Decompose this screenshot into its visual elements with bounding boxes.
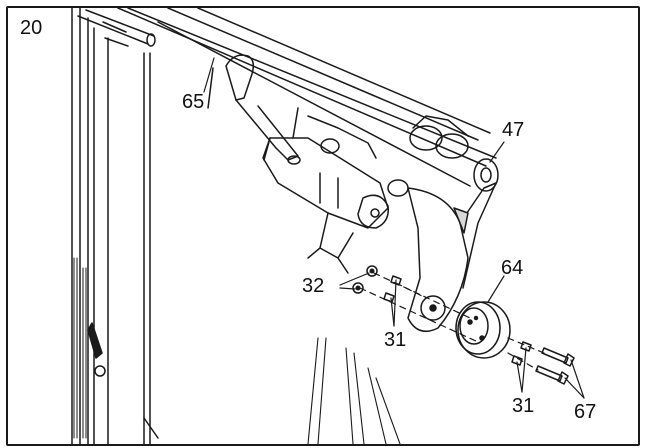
screws (535, 347, 575, 385)
handle (207, 54, 301, 165)
rollers (409, 115, 469, 159)
lower-bolts (511, 341, 532, 366)
step-panel: 20 65 47 64 32 31 31 67 (6, 6, 640, 446)
pulley-plate (407, 182, 497, 333)
callout-handle: 65 (182, 91, 205, 113)
washers (352, 265, 378, 294)
callout-washer-upper: 32 (302, 275, 325, 297)
callout-bolt-lower: 31 (512, 395, 535, 417)
upper-bolts (383, 275, 402, 303)
arm-tube (117, 8, 499, 192)
callout-pulley: 64 (501, 257, 524, 279)
callout-arm-tube: 47 (502, 119, 525, 141)
leader-lines (203, 57, 585, 399)
pulley (455, 301, 511, 359)
lower-frame-legs (307, 337, 401, 444)
top-rod (77, 9, 156, 47)
callout-bolt-upper: 31 (384, 329, 407, 351)
callout-screws: 67 (574, 401, 597, 423)
assembly-drawing (71, 8, 585, 444)
assembly-guide-lines (359, 272, 545, 371)
carriage-bracket (262, 107, 409, 274)
step-number: 20 (20, 17, 43, 39)
vertical-frame-post (71, 8, 159, 444)
